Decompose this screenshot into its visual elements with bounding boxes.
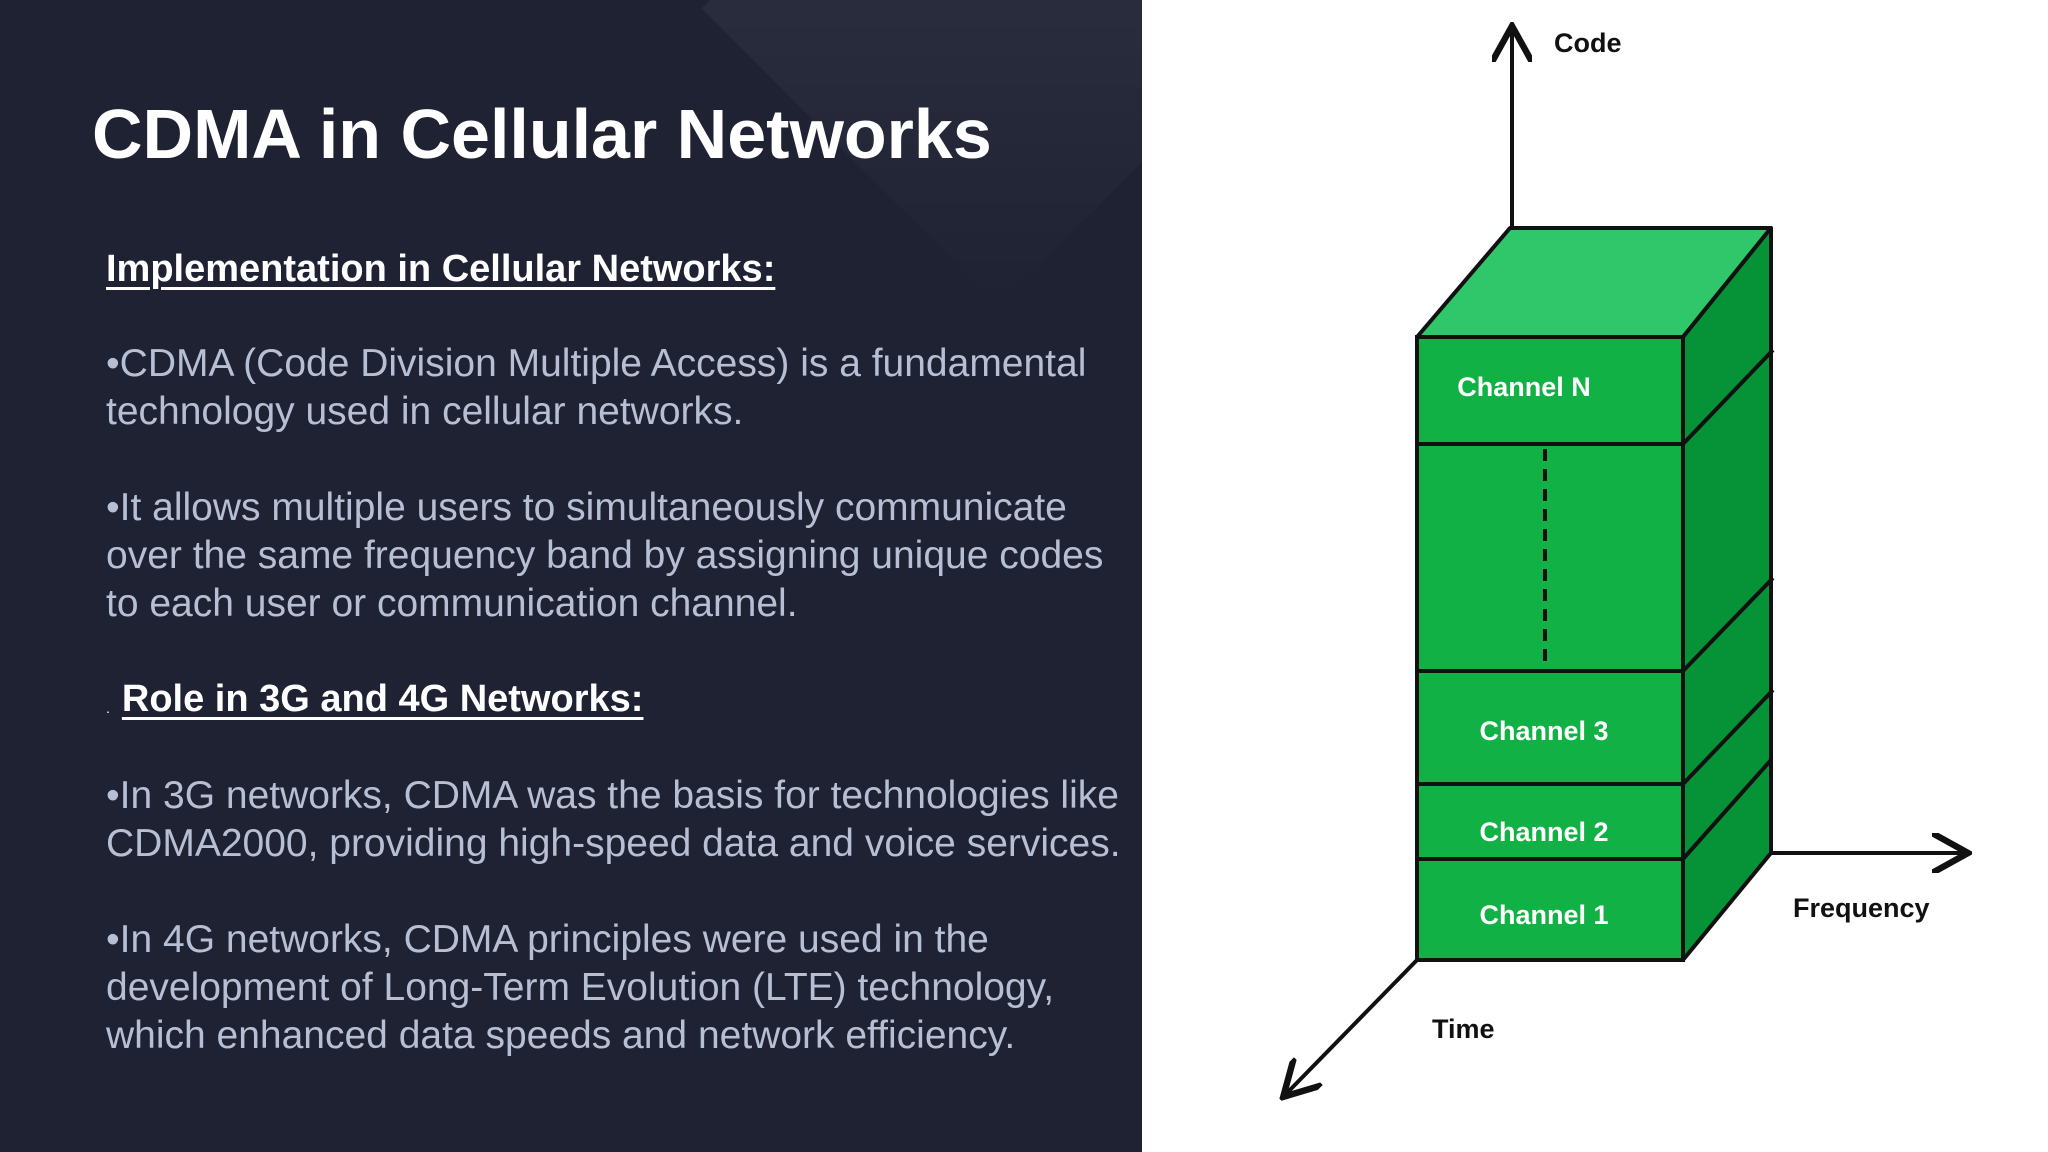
text-line: over the same frequency band by assignin… xyxy=(106,534,1104,577)
text-panel: CDMA in Cellular Networks Implementation… xyxy=(0,0,1142,1152)
text-line: technology used in cellular networks. xyxy=(106,390,744,433)
section-heading-3g-4g: . Role in 3G and 4G Networks: xyxy=(106,676,643,731)
side-divider xyxy=(1681,348,1775,446)
block-front-face xyxy=(1415,335,1685,962)
paragraph-4g: •In 4G networks, CDMA principles were us… xyxy=(106,916,1054,1060)
section-heading-implementation: Implementation in Cellular Networks: xyxy=(106,248,776,290)
side-divider xyxy=(1681,576,1775,673)
side-divider xyxy=(1681,758,1773,861)
paragraph-3g: •In 3G networks, CDMA was the basis for … xyxy=(106,772,1121,868)
paragraph-multiple-users: •It allows multiple users to simultaneou… xyxy=(106,484,1103,628)
cdma-channel-diagram: Channel N Channel 3 Channel 2 Channel 1 … xyxy=(1142,0,2048,1152)
text-line: development of Long-Term Evolution (LTE)… xyxy=(106,966,1055,1009)
side-divider xyxy=(1681,688,1775,786)
text-line: •It allows multiple users to simultaneou… xyxy=(106,486,1067,529)
text-line: CDMA2000, providing high-speed data and … xyxy=(106,822,1121,865)
text-line: •In 3G networks, CDMA was the basis for … xyxy=(106,774,1119,817)
text-line: which enhanced data speeds and network e… xyxy=(106,1014,1016,1057)
channel-label-1: Channel 1 xyxy=(1479,900,1608,930)
text-line: to each user or communication channel. xyxy=(106,582,798,625)
text-line: •CDMA (Code Division Multiple Access) is… xyxy=(106,342,1087,385)
axis-label-time: Time xyxy=(1432,1014,1495,1044)
text-line: •In 4G networks, CDMA principles were us… xyxy=(106,918,989,961)
channel-label-2: Channel 2 xyxy=(1479,817,1608,847)
paragraph-cdma-fundamental: •CDMA (Code Division Multiple Access) is… xyxy=(106,340,1086,436)
axis-label-code: Code xyxy=(1554,28,1622,58)
time-axis xyxy=(1286,958,1419,1094)
axis-label-frequency: Frequency xyxy=(1793,893,1930,923)
lead-dot: . xyxy=(106,700,110,716)
section-heading-3g-4g-text: Role in 3G and 4G Networks: xyxy=(121,678,644,720)
cdma-diagram-svg: Channel N Channel 3 Channel 2 Channel 1 … xyxy=(1142,0,2048,1152)
channel-label-3: Channel 3 xyxy=(1479,716,1608,746)
channel-label-n: Channel N xyxy=(1457,372,1591,402)
slide-title: CDMA in Cellular Networks xyxy=(92,95,992,173)
